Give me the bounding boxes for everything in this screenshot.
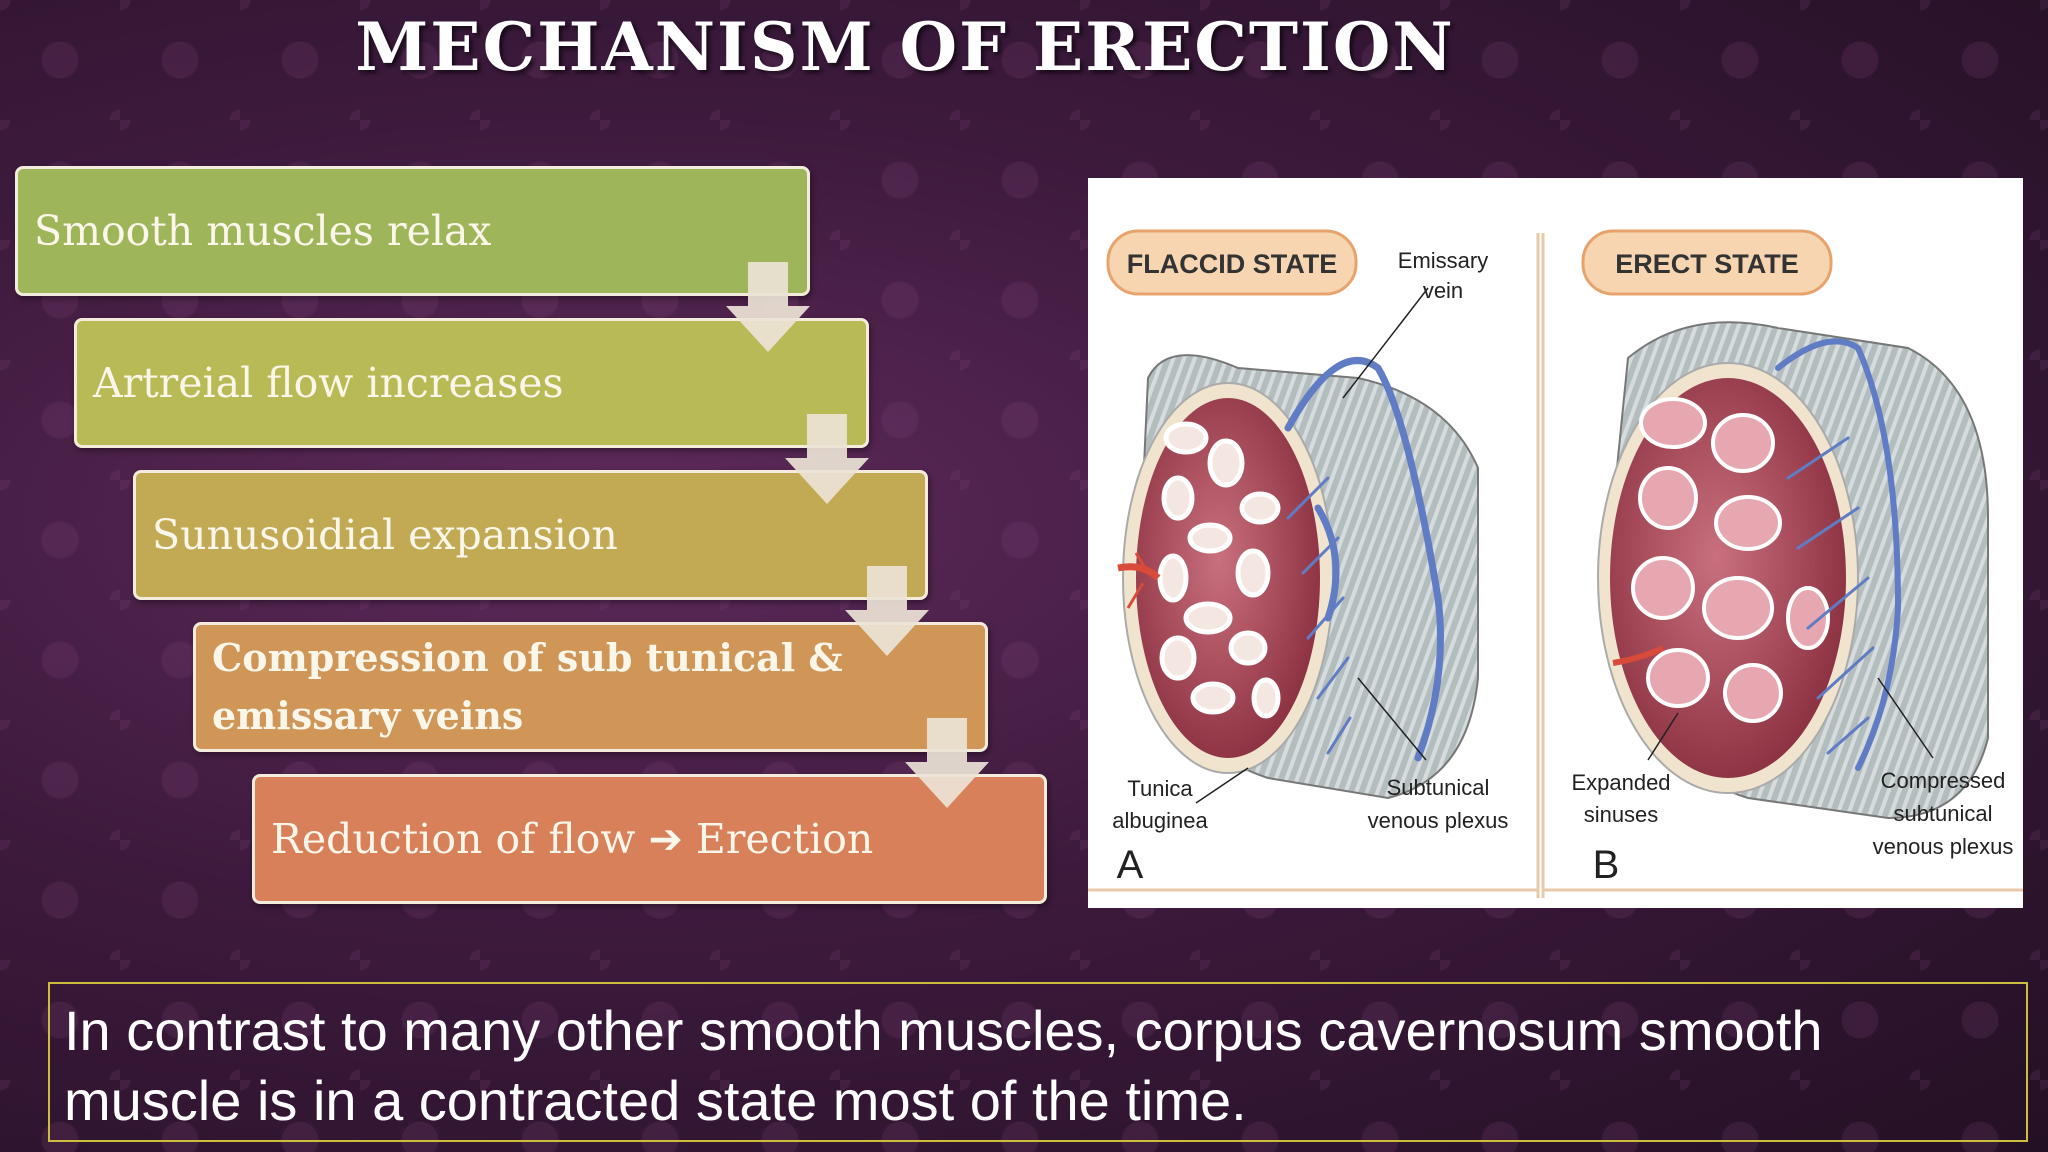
label-sinuses: sinuses — [1584, 802, 1659, 827]
label-subtunical: Subtunical — [1387, 775, 1490, 800]
slide-title: MECHANISM OF ERECTION — [355, 8, 1455, 86]
step-2: Artreial flow increases — [74, 318, 869, 448]
label-albuginea: albuginea — [1112, 808, 1208, 833]
panel-a-flaccid: FLACCID STATE — [1106, 229, 1509, 887]
step-1: Smooth muscles relax — [15, 166, 810, 296]
label-tunica: Tunica — [1127, 776, 1193, 801]
panel-a-letter: A — [1117, 843, 1144, 887]
down-arrow-icon — [905, 718, 989, 808]
step-5-label: Reduction of flow ➔ Erection — [271, 815, 874, 863]
step-1-label: Smooth muscles relax — [34, 207, 492, 255]
label-vein: vein — [1423, 278, 1463, 303]
step-4-label-line2: emissary veins — [212, 693, 524, 738]
step-3: Sunusoidial expansion — [133, 470, 928, 600]
down-arrow-icon — [785, 414, 869, 504]
step-2-label: Artreial flow increases — [93, 359, 564, 407]
label-venous-plexus: venous plexus — [1368, 808, 1509, 833]
down-arrow-icon — [845, 566, 929, 656]
label-subtunical-b: subtunical — [1893, 801, 1992, 826]
panel-b-erect: ERECT STATE — [1571, 229, 2014, 887]
label-venous-plexus-b: venous plexus — [1873, 834, 2014, 859]
note-box: In contrast to many other smooth muscles… — [48, 982, 2028, 1142]
label-compressed: Compressed — [1881, 768, 2006, 793]
anatomy-figure: FLACCID STATE — [1088, 178, 2023, 908]
down-arrow-icon — [726, 262, 810, 352]
label-emissary: Emissary — [1398, 248, 1488, 273]
step-4-text: Compression of sub tunical & emissary ve… — [212, 629, 843, 745]
step-5: Reduction of flow ➔ Erection — [252, 774, 1047, 904]
step-4: Compression of sub tunical & emissary ve… — [193, 622, 988, 752]
label-expanded: Expanded — [1571, 770, 1670, 795]
panel-a-state-label: FLACCID STATE — [1127, 249, 1337, 279]
step-3-label: Sunusoidial expansion — [152, 511, 618, 559]
step-4-label-line1: Compression of sub tunical & — [212, 635, 843, 680]
panel-b-state-label: ERECT STATE — [1615, 249, 1799, 279]
note-text: In contrast to many other smooth muscles… — [64, 999, 1823, 1132]
panel-b-letter: B — [1593, 843, 1620, 887]
